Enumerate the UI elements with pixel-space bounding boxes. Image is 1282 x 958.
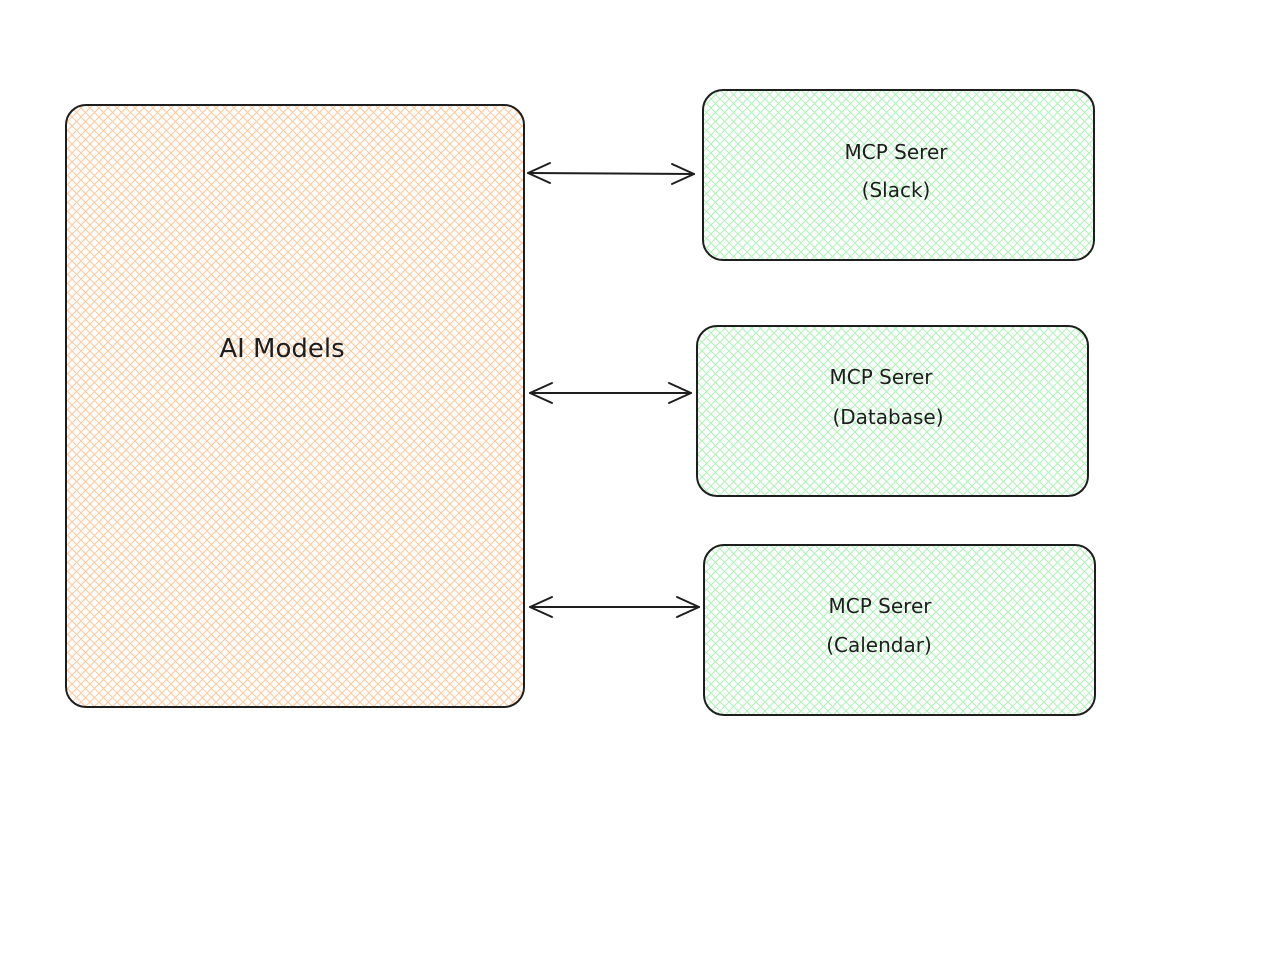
- edge-ai-models-mcp-calendar[interactable]: [529, 596, 700, 618]
- node-mcp-calendar[interactable]: MCP Serer (Calendar): [703, 544, 1096, 716]
- node-mcp-database[interactable]: MCP Serer (Database): [696, 325, 1089, 497]
- arrowhead-left: [527, 162, 551, 184]
- arrowhead-right: [671, 163, 695, 185]
- node-mcp-slack-label-line1: MCP Serer: [845, 140, 949, 164]
- node-ai-models-label: AI Models: [219, 334, 344, 364]
- node-mcp-slack[interactable]: MCP Serer (Slack): [702, 89, 1095, 261]
- arrowhead-left: [529, 382, 553, 404]
- edge-ai-models-mcp-slack[interactable]: [527, 162, 695, 185]
- node-mcp-database-label-line1: MCP Serer: [830, 365, 934, 389]
- node-mcp-slack-label-line2: (Slack): [862, 178, 931, 202]
- arrowhead-right: [676, 596, 700, 618]
- node-mcp-calendar-label-line1: MCP Serer: [829, 594, 933, 618]
- edge-ai-models-mcp-database[interactable]: [529, 382, 692, 404]
- node-mcp-calendar-label-line2: (Calendar): [826, 633, 932, 657]
- node-ai-models[interactable]: AI Models: [65, 104, 525, 708]
- arrowhead-right: [668, 382, 692, 404]
- arrowhead-left: [529, 596, 553, 618]
- node-mcp-database-label-line2: (Database): [832, 405, 943, 429]
